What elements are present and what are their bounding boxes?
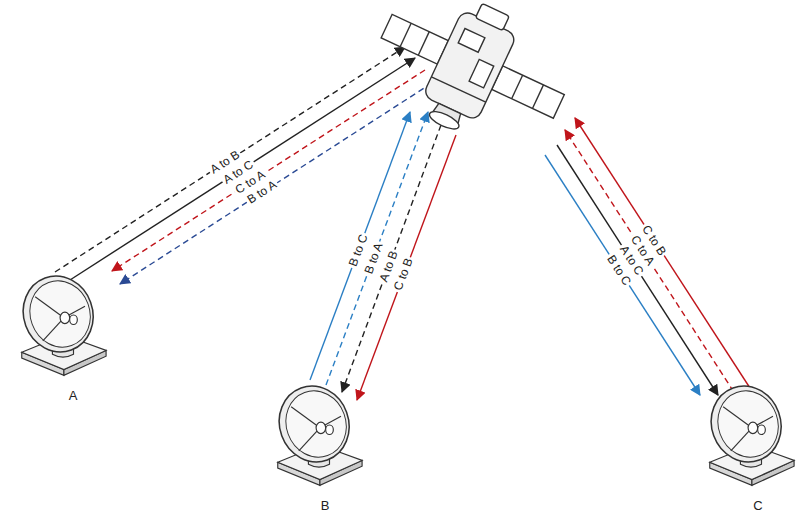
dish-antenna: B xyxy=(268,378,368,514)
dish-symbol xyxy=(700,378,800,493)
solid-arrow xyxy=(357,135,456,400)
dashed-arrow xyxy=(120,83,432,284)
station-label: A xyxy=(12,388,112,404)
dish-antenna: A xyxy=(12,268,112,404)
satellite-symbol xyxy=(358,0,584,167)
solid-arrow xyxy=(557,145,718,395)
dish-antenna: C xyxy=(700,378,800,514)
dashed-arrow xyxy=(565,130,739,400)
uplink-group-c xyxy=(545,118,761,405)
station-label: C xyxy=(700,498,800,514)
solid-arrow xyxy=(575,118,761,405)
solid-arrow xyxy=(70,58,415,280)
dish-symbol xyxy=(12,268,112,383)
dish-symbol xyxy=(268,378,368,493)
uplink-group-a xyxy=(55,47,432,284)
uplink-group-b xyxy=(310,112,456,400)
dashed-arrow xyxy=(342,125,441,392)
dashed-arrow xyxy=(55,47,405,272)
solid-arrow xyxy=(310,112,410,380)
station-label: B xyxy=(268,498,368,514)
dashed-arrow xyxy=(326,112,428,385)
